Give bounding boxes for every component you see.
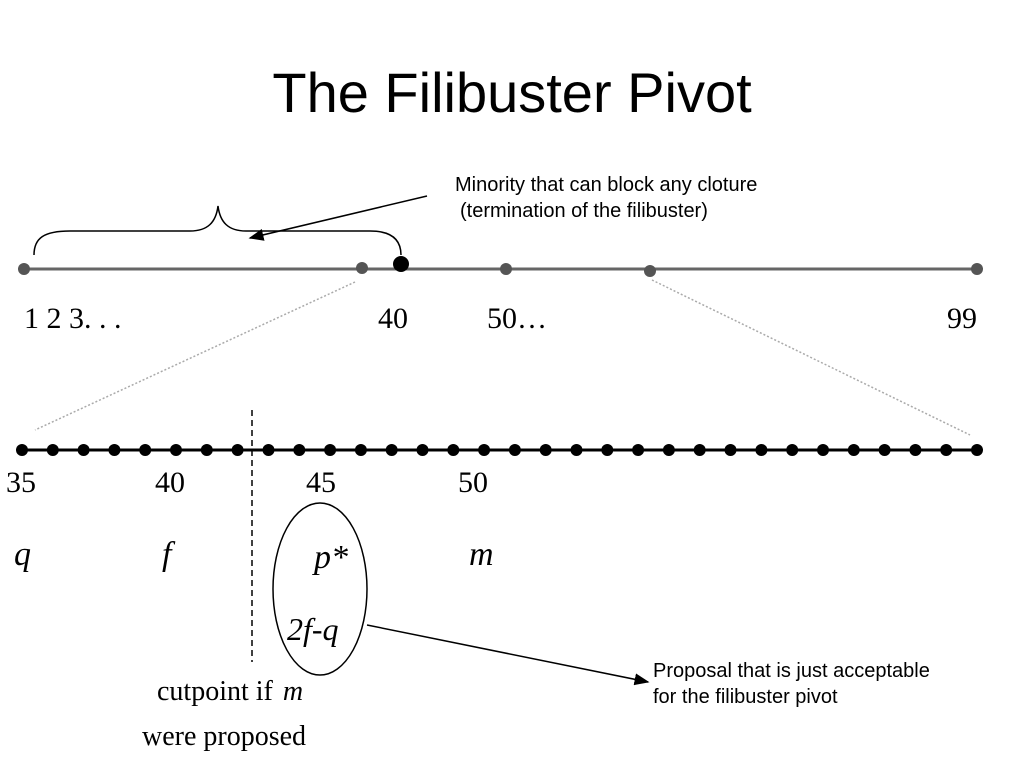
zoom-axis-dot <box>817 444 829 456</box>
zoom-axis-dot <box>847 444 860 456</box>
top-axis-dot-66 <box>644 265 656 277</box>
cutpoint-label-line1: cutpoint if m <box>157 676 303 707</box>
minority-callout-line2: (termination of the filibuster) <box>460 200 708 222</box>
zoom-axis-dot <box>662 444 675 456</box>
zoom-axis-dots <box>16 444 983 456</box>
zoom-axis-dot <box>447 444 460 456</box>
zoom-axis-dot <box>77 444 90 456</box>
symbol-q: q <box>14 536 31 573</box>
proposal-callout-line1: Proposal that is just acceptable <box>653 660 930 682</box>
zoom-axis-label-50: 50 <box>458 466 488 499</box>
zoom-projection-left <box>34 281 356 431</box>
zoom-axis-label-40: 40 <box>155 466 185 499</box>
slide-title: The Filibuster Pivot <box>272 61 752 124</box>
zoom-axis-dot <box>909 444 922 456</box>
zoom-axis-dot <box>724 444 737 456</box>
zoom-axis-label-35: 35 <box>6 466 36 499</box>
zoom-axis-dot <box>693 444 706 456</box>
zoom-axis-dot <box>46 444 59 456</box>
symbol-p-star: p* <box>312 539 348 576</box>
top-axis-label-40: 40 <box>378 302 408 335</box>
zoom-axis-dot <box>385 444 398 456</box>
zoom-axis-dot <box>200 444 213 456</box>
zoom-axis-dot <box>755 444 768 456</box>
zoom-axis-dot <box>878 444 891 456</box>
zoom-axis-dot <box>632 444 645 456</box>
top-axis-dot-35 <box>356 262 368 274</box>
minority-callout: Minority that can block any cloture (ter… <box>455 172 757 224</box>
zoom-axis-dot <box>108 444 121 456</box>
zoom-axis-dot <box>293 444 306 456</box>
zoom-axis-dot <box>940 444 953 456</box>
top-axis-dot-50 <box>500 263 512 275</box>
cutpoint-label-line2: were proposed <box>142 721 306 752</box>
top-axis-label-50: 50… <box>487 302 547 335</box>
cutpoint-label-var: m <box>283 676 303 707</box>
zoom-axis-dot <box>971 444 983 456</box>
top-axis-label-1-2-3: 1 2 3. . . <box>24 302 122 335</box>
zoom-projection-right <box>651 279 971 436</box>
zoom-axis-dot <box>539 444 552 456</box>
minority-brace <box>33 205 402 256</box>
top-axis-dot-1 <box>18 263 30 275</box>
minority-arrow <box>248 195 428 241</box>
zoom-axis-dot <box>16 444 28 456</box>
proposal-callout: Proposal that is just acceptable for the… <box>653 658 930 710</box>
zoom-axis-dot <box>170 444 182 456</box>
zoom-axis-dot <box>508 444 521 456</box>
proposal-callout-line2: for the filibuster pivot <box>653 686 838 708</box>
zoom-axis-dot <box>416 444 429 456</box>
proposal-ellipse <box>272 502 368 676</box>
zoom-axis-label-45: 45 <box>306 466 336 499</box>
zoom-axis-dot <box>354 444 367 456</box>
zoom-axis-dot <box>478 444 491 456</box>
top-axis-label-99: 99 <box>947 302 977 335</box>
zoom-axis-dot <box>786 444 799 456</box>
zoom-axis-dot <box>601 444 614 456</box>
zoom-axis-dot <box>139 444 152 456</box>
zoom-axis-dot <box>570 444 583 456</box>
cutpoint-label-text: cutpoint if <box>157 676 274 707</box>
minority-callout-line1: Minority that can block any cloture <box>455 174 758 196</box>
top-axis-dot-99 <box>971 263 983 275</box>
proposal-arrow <box>366 624 650 686</box>
filibuster-pivot-dot <box>393 256 409 272</box>
zoom-axis-dot <box>262 444 275 456</box>
symbol-2f-minus-q: 2f-q <box>287 611 339 647</box>
zoom-axis-dot <box>231 444 244 456</box>
symbol-f: f <box>162 536 176 573</box>
symbol-m: m <box>469 536 494 573</box>
zoom-axis-dot <box>324 444 337 456</box>
